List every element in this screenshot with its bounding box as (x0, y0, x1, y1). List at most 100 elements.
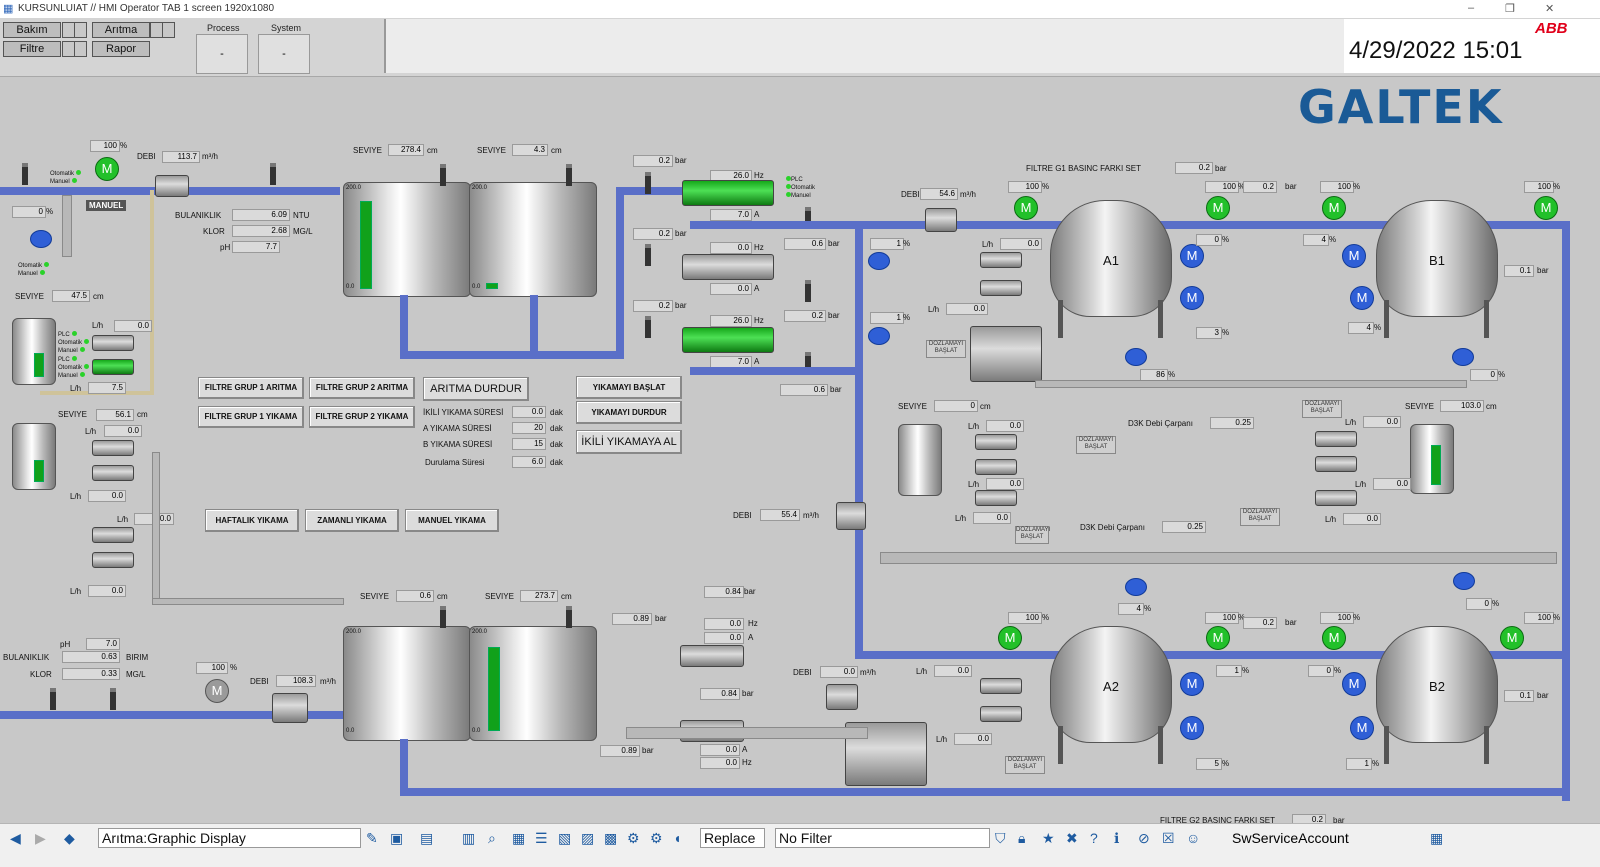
print-icon[interactable]: ▣ (390, 830, 404, 846)
b-yikama-value[interactable]: 15 (512, 438, 546, 450)
filtre-grup-1-aritma-button[interactable]: FILTRE GRUP 1 ARITMA (198, 377, 304, 399)
a1-dosing-pump-1[interactable] (980, 252, 1022, 268)
main-pump-1[interactable] (682, 180, 774, 206)
document-icon[interactable]: ▥ (462, 830, 476, 846)
settings-alt-icon[interactable]: ⚙ (650, 830, 663, 846)
d3k-value-1[interactable]: 0.25 (1210, 417, 1254, 429)
dozlama-baslat-button-5[interactable]: DOZLAMAYI BAŞLAT (1240, 508, 1280, 526)
a1-drain-valve[interactable] (1125, 348, 1147, 366)
a1-inlet-valve-motor[interactable]: M (1014, 196, 1038, 220)
system-status[interactable]: - (258, 34, 310, 74)
zoom-icon[interactable]: ⌕ (488, 830, 496, 846)
b1-inlet-valve-motor[interactable]: M (1322, 196, 1346, 220)
filtre-grup-2-yikama-button[interactable]: FILTRE GRUP 2 YIKAMA (309, 406, 415, 428)
main-pump-2[interactable] (682, 254, 774, 280)
right-dosing-pump-1[interactable] (1315, 431, 1357, 447)
b1-backwash-motor-1[interactable]: M (1342, 244, 1366, 268)
a2-outlet-valve-motor[interactable]: M (1206, 626, 1230, 650)
dosing-pump-5[interactable] (92, 527, 134, 543)
right-dosing-pump-2[interactable] (1315, 456, 1357, 472)
filtre-grup-2-aritma-button[interactable]: FILTRE GRUP 2 ARITMA (309, 377, 415, 399)
dozlama-baslat-button-4[interactable]: DOZLAMAYI BAŞLAT (1302, 400, 1342, 418)
dosing-pump-6[interactable] (92, 552, 134, 568)
b1-drain-valve[interactable] (1452, 348, 1474, 366)
close-box-icon[interactable]: ☒ (1162, 830, 1175, 846)
a2-backwash-motor-2[interactable]: M (1180, 716, 1204, 740)
a1-backwash-motor-1[interactable]: M (1180, 244, 1204, 268)
mid-dosing-pump-1[interactable] (975, 434, 1017, 450)
bitmap-icon[interactable]: ▤ (420, 830, 434, 846)
dozlama-baslat-button-1[interactable]: DOZLAMAYI BAŞLAT (926, 340, 966, 358)
b1-backwash-motor-2[interactable]: M (1350, 286, 1374, 310)
a-yikama-value[interactable]: 20 (512, 422, 546, 434)
nav-rapor-button[interactable]: Rapor (92, 41, 150, 57)
main-pump-3[interactable] (682, 327, 774, 353)
a2-inlet-valve-motor[interactable]: M (998, 626, 1022, 650)
a1-dosing-pump-2[interactable] (980, 280, 1022, 296)
filter-select[interactable]: No Filter (775, 828, 990, 848)
calendar-icon[interactable]: ▦ (1430, 830, 1444, 846)
minimize-icon[interactable]: – (1468, 2, 1475, 14)
a1-backwash-motor-2[interactable]: M (1180, 286, 1204, 310)
b2-backwash-motor-2[interactable]: M (1350, 716, 1374, 740)
help-icon[interactable]: ? (1090, 830, 1098, 846)
inlet-pump-motor[interactable]: M (95, 157, 119, 181)
user-icon[interactable]: ☺ (1186, 830, 1201, 846)
display-icon[interactable]: ◆ (64, 830, 75, 846)
b1-outlet-valve-motor[interactable]: M (1534, 196, 1558, 220)
b2-backwash-motor-1[interactable]: M (1342, 672, 1366, 696)
mode-select[interactable]: Replace (700, 828, 765, 848)
mid-dosing-pump-2[interactable] (975, 459, 1017, 475)
ikili-yikama-value[interactable]: 0.0 (512, 406, 546, 418)
filter-icon[interactable]: ⛉ (995, 830, 1006, 846)
yikamayi-durdur-button[interactable]: YIKAMAYI DURDUR (576, 401, 682, 424)
inlet-drain-valve[interactable] (30, 230, 52, 248)
info-icon[interactable]: ℹ (1114, 830, 1120, 846)
nav-filtre-button[interactable]: Filtre (3, 41, 61, 57)
process-status[interactable]: - (196, 34, 248, 74)
b2-inlet-valve-motor[interactable]: M (1322, 626, 1346, 650)
close-icon[interactable]: ✕ (1545, 3, 1555, 15)
pin-icon[interactable]: ✎ (366, 830, 378, 846)
grid-icon[interactable]: ▨ (581, 830, 595, 846)
a1-outlet-valve-motor[interactable]: M (1206, 196, 1230, 220)
d3k-value-2[interactable]: 0.25 (1162, 521, 1206, 533)
dosing-pump-1[interactable] (92, 335, 134, 351)
list-icon[interactable]: ☰ (535, 830, 548, 846)
restore-icon[interactable]: ❐ (1505, 3, 1515, 15)
sound-icon[interactable]: ◖ (673, 830, 682, 846)
manuel-yikama-button[interactable]: MANUEL YIKAMA (405, 509, 499, 532)
dosing-pump-2[interactable] (92, 359, 134, 375)
backwash-pump-a[interactable] (680, 645, 744, 667)
filtre-g1-value[interactable]: 0.2 (1175, 162, 1213, 174)
stop-icon[interactable]: ⊘ (1138, 830, 1150, 846)
mid-dosing-pump-3[interactable] (975, 490, 1017, 506)
dozlama-baslat-button-6[interactable]: DOZLAMAYI BAŞLAT (1005, 756, 1045, 774)
forward-icon[interactable]: ▶ (35, 830, 46, 846)
g2-dosing-pump-1[interactable] (980, 678, 1022, 694)
right-dosing-pump-3[interactable] (1315, 490, 1357, 506)
ikili-yikamaya-al-button[interactable]: İKİLİ YIKAMAYA AL (576, 430, 682, 454)
settings-icon[interactable]: ⚙ (627, 830, 640, 846)
nav-aritma-button[interactable]: Arıtma (92, 22, 150, 38)
b2-inlet-valve[interactable] (1453, 572, 1475, 590)
dozlama-baslat-button-2[interactable]: DOZLAMAYI BAŞLAT (1076, 436, 1116, 454)
back-icon[interactable]: ◀ (10, 830, 21, 846)
durulama-value[interactable]: 6.0 (512, 456, 546, 468)
chart-icon[interactable]: ▦ (512, 830, 526, 846)
filtre-grup-1-yikama-button[interactable]: FILTRE GRUP 1 YIKAMA (198, 406, 304, 428)
table-icon[interactable]: ▧ (558, 830, 572, 846)
window-icon[interactable]: ▩ (604, 830, 618, 846)
dosing-pump-4[interactable] (92, 465, 134, 481)
dozlama-baslat-button-3[interactable]: DOZLAMAYI BAŞLAT (1015, 526, 1050, 544)
g2-dosing-pump-2[interactable] (980, 706, 1022, 722)
star-icon[interactable]: ★ (1042, 830, 1055, 846)
dosing-pump-3[interactable] (92, 440, 134, 456)
a2-backwash-motor-1[interactable]: M (1180, 672, 1204, 696)
display-selector[interactable]: Arıtma:Graphic Display (98, 828, 361, 848)
b2-outlet-valve-motor[interactable]: M (1500, 626, 1524, 650)
a2-inlet-valve[interactable] (1125, 578, 1147, 596)
distribution-valve-2[interactable] (868, 327, 890, 345)
distribution-valve-1[interactable] (868, 252, 890, 270)
lock-icon[interactable]: 🔒︎ (1018, 830, 1026, 846)
